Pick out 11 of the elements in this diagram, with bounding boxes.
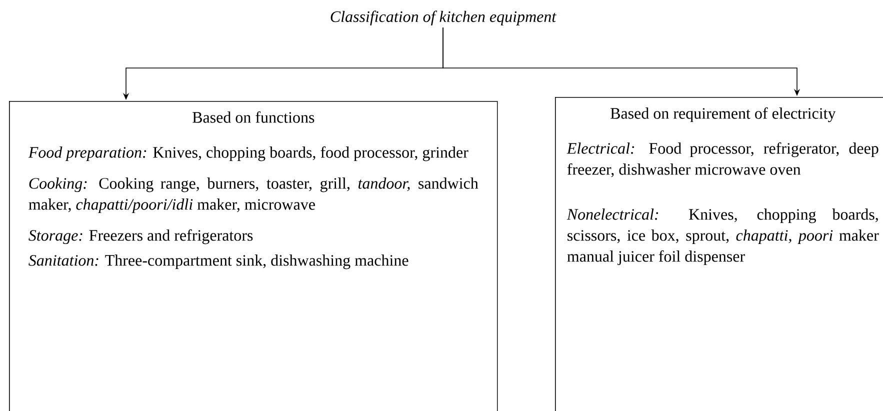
- category-box: [9, 101, 498, 411]
- paragraph: Electrical: Food processor, refrigerator, deep freezer, dishwasher microwave oven: [566, 142, 878, 178]
- paragraph: Cooking: Cooking range, burners, toaster, grill, tandoor, sandwich maker, chapatti/poori/idli maker, microwave: [28, 178, 478, 214]
- category-box: [555, 97, 883, 411]
- heading: Based on functions: [192, 111, 314, 123]
- heading: Based on requirement of electricity: [610, 107, 836, 122]
- title: Classification of kitchen equipment: [330, 10, 556, 26]
- paragraph: Sanitation: Three-compartment sink, dishwashing machine: [28, 254, 408, 270]
- paragraph: Nonelectrical: Knives, chopping boards, scissors, ice box, sprout, chapatti, poori maker manual juicer foil dispenser: [566, 208, 879, 266]
- paragraph: Food preparation: Knives, chopping boards, food processor, grinder: [28, 146, 468, 162]
- paragraph: Storage: Freezers and refrigerators: [28, 229, 253, 244]
